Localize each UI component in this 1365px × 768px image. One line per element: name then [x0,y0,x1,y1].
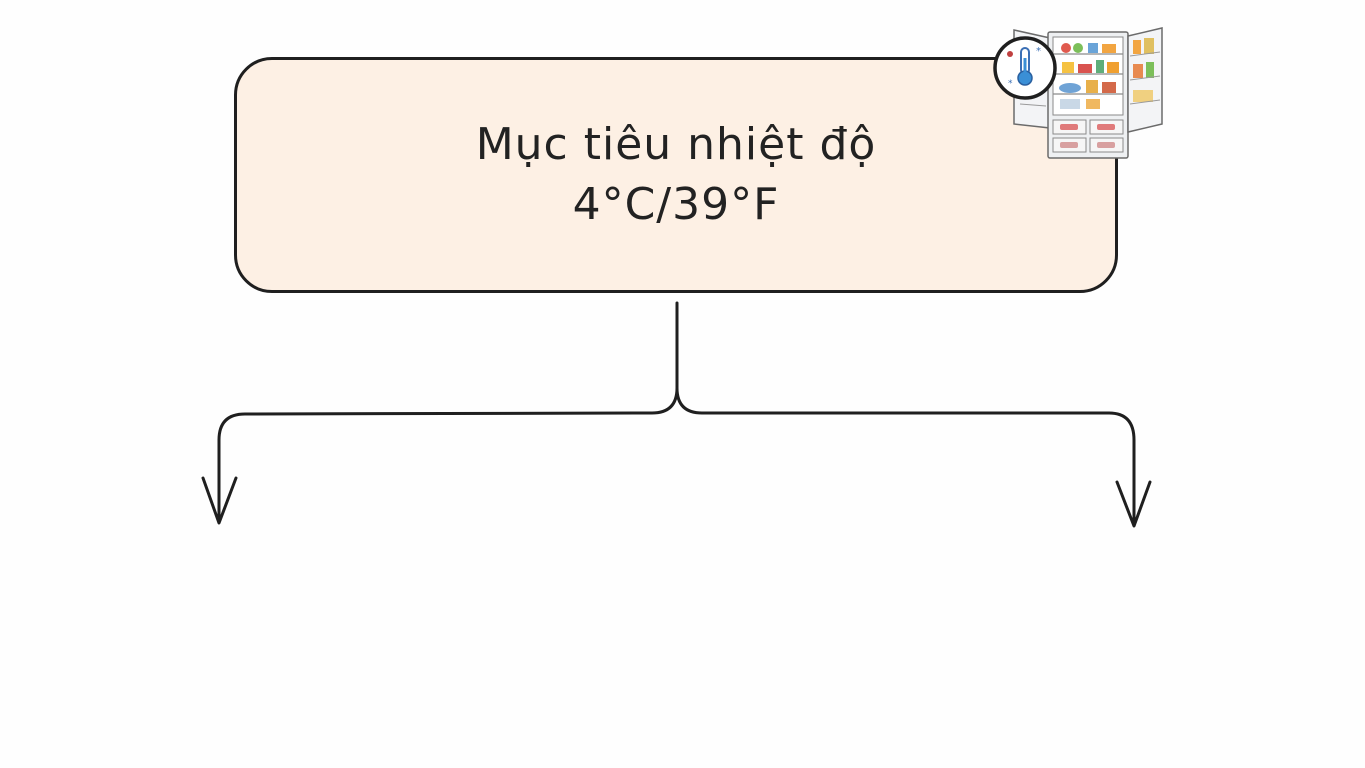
stem-line [217,301,679,524]
svg-text:*: * [1008,79,1013,89]
left-arrowhead [201,476,238,525]
box-temperature-value: 4°C/39°F [572,179,780,230]
stem-line-right [675,386,1136,527]
right-arrowhead [1115,480,1152,528]
fridge-with-thermometer-icon: * * [993,27,1163,159]
temperature-target-box: Mục tiêu nhiệt độ 4°C/39°F [234,57,1118,293]
box-title: Mục tiêu nhiệt độ [475,119,877,170]
svg-text:*: * [1036,46,1041,57]
